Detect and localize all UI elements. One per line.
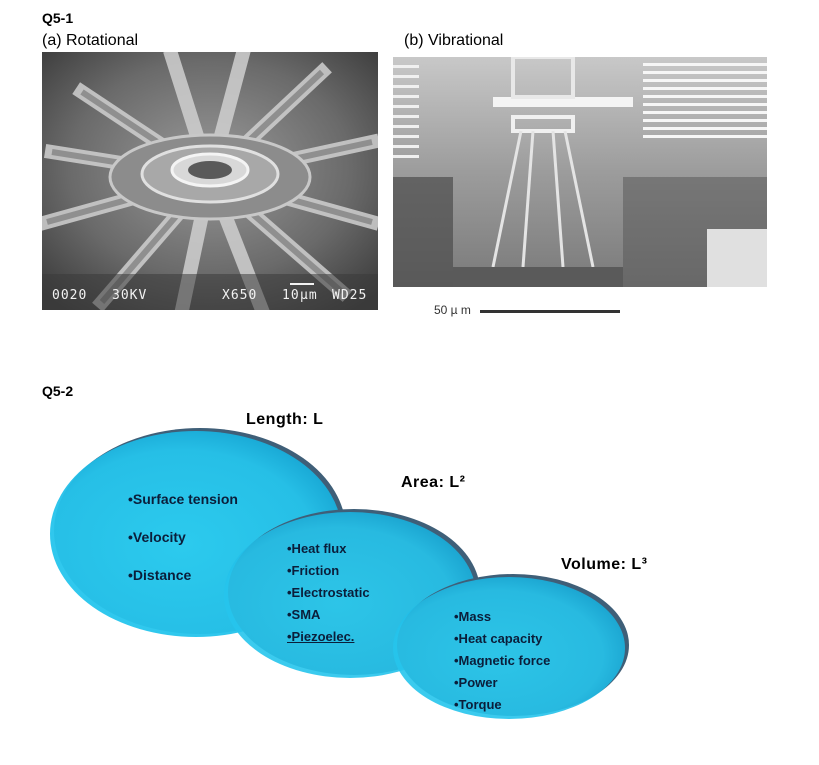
volume-label: Volume: L³	[561, 556, 648, 573]
list-item: •Surface tension	[128, 491, 238, 507]
sem-scale-value: 10	[282, 288, 300, 303]
volume-items: •Mass •Heat capacity •Magnetic force •Po…	[454, 606, 550, 716]
list-item: •Heat capacity	[454, 631, 543, 646]
length-label: Length: L	[246, 411, 324, 428]
rotational-caption: (a) Rotational	[42, 32, 139, 49]
list-item: •Mass	[454, 609, 492, 624]
list-item: •Distance	[128, 567, 192, 583]
area-items: •Heat flux •Friction •Electrostatic •SMA…	[287, 538, 370, 648]
list-item: •Friction	[287, 563, 340, 578]
list-item: •Velocity	[128, 529, 186, 545]
area-label: Area: L²	[401, 474, 466, 491]
list-item: •Torque	[454, 697, 502, 712]
sem-working-distance: WD25	[332, 288, 368, 303]
vibrational-resonator-image	[393, 57, 767, 287]
list-item: •Heat flux	[287, 541, 347, 556]
list-item: •SMA	[287, 607, 321, 622]
q5-1-label: Q5-1	[42, 10, 74, 26]
list-item: •Power	[454, 675, 498, 690]
list-item: •Magnetic force	[454, 653, 551, 668]
sem-image-number: 0020	[52, 288, 88, 303]
sem-magnification: X650	[222, 288, 258, 303]
q5-2-label: Q5-2	[42, 383, 74, 399]
scale-bar-label: 50 µ m	[434, 303, 471, 317]
rotational-micromotor-image: 0020 30KV X650 10 µm WD25	[42, 52, 378, 310]
volume-ellipse	[393, 577, 625, 719]
sem-scale-unit: µm	[300, 288, 318, 303]
list-item: •Electrostatic	[287, 585, 370, 600]
list-item: •Piezoelec.	[287, 629, 355, 644]
scale-bar	[480, 310, 620, 313]
sem-voltage: 30KV	[112, 288, 148, 303]
vibrational-caption: (b) Vibrational	[404, 32, 504, 49]
length-items: •Surface tension •Velocity •Distance	[128, 491, 238, 589]
